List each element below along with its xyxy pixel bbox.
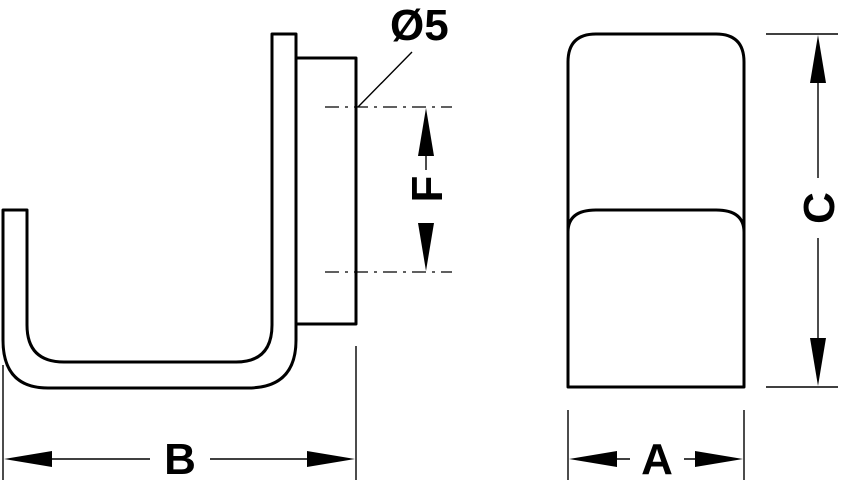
front-bend-line <box>566 208 746 233</box>
dimension-f: F <box>403 108 452 271</box>
mounting-plate <box>294 56 358 326</box>
dim-f-arrow-top <box>418 108 434 156</box>
hook-profile <box>1 32 298 390</box>
dim-f-arrow-bottom <box>418 223 434 271</box>
dimension-c: C <box>766 33 842 388</box>
front-body-outline <box>566 32 746 389</box>
hook-side-view <box>1 32 452 390</box>
dim-c-label: C <box>795 192 842 224</box>
dim-c-arrow-top <box>810 35 826 83</box>
dim-b-arrow-right <box>307 451 355 467</box>
dim-a-label: A <box>641 435 673 483</box>
dim-b-arrow-left <box>4 451 52 467</box>
dimension-b: B <box>2 346 357 483</box>
dim-f-label: F <box>403 176 452 203</box>
dim-a-arrow-right <box>695 451 743 467</box>
diameter-leader <box>357 51 413 108</box>
dim-b-label: B <box>164 435 196 483</box>
dim-c-arrow-bottom <box>810 338 826 386</box>
hook-front-view <box>566 32 746 389</box>
dimension-a: A <box>567 410 745 483</box>
diameter-callout: Ø5 <box>357 1 449 108</box>
diameter-label: Ø5 <box>390 1 449 50</box>
dim-a-arrow-left <box>569 451 617 467</box>
